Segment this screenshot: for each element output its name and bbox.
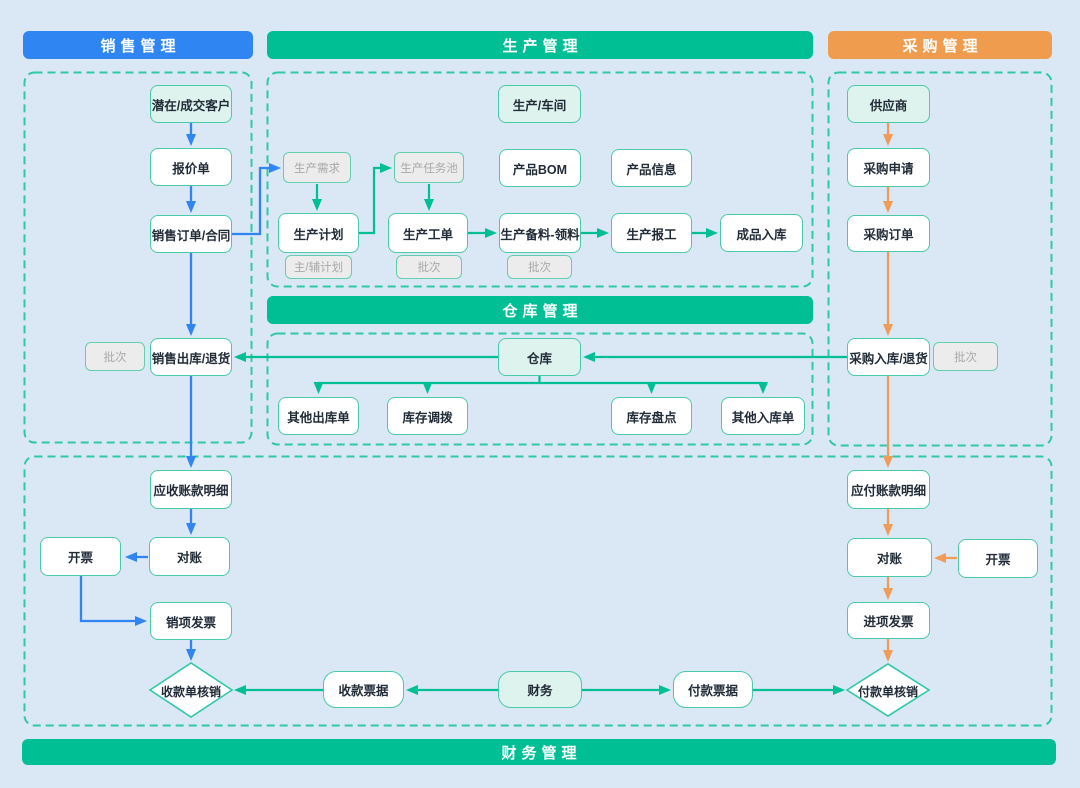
finance-section-container [23,455,1053,727]
node-main-sub-plan: 主/辅计划 [285,255,352,279]
node-potential-customer: 潜在/成交客户 [150,85,232,123]
node-purchase-request: 采购申请 [847,148,930,187]
node-other-outbound: 其他出库单 [278,397,359,435]
production-section-container [266,71,814,288]
sales-section-container [23,71,253,444]
node-stock-transfer: 库存调拨 [387,397,468,435]
node-sales-outbound: 销售出库/退货 [150,338,232,376]
node-payment-writeoff-label: 付款单核销 [857,685,918,699]
node-purchase-inbound: 采购入库/退货 [847,338,930,376]
node-receivable-detail: 应收账款明细 [150,470,232,509]
diamond-receipt-writeoff [148,662,234,718]
node-production-plan: 生产计划 [278,213,359,253]
finance-section-banner: 财务管理 [22,739,1056,765]
node-other-inbound: 其他入库单 [721,397,805,435]
node-invoice-ap: 开票 [958,539,1038,578]
production-section-header: 生产管理 [267,31,813,59]
node-product-bom: 产品BOM [499,149,581,187]
purchase-section-container [827,71,1053,447]
node-production-demand: 生产需求 [283,152,351,183]
node-batch-purchase: 批次 [933,342,998,371]
node-sales-invoice: 销项发票 [150,602,232,640]
warehouse-section-container [266,332,814,446]
node-batch-workorder: 批次 [396,255,462,279]
node-batch-material: 批次 [507,255,572,279]
diamond-payment-writeoff [845,663,931,717]
node-invoice-ar: 开票 [40,537,121,576]
node-input-invoice: 进项发票 [847,602,930,639]
node-work-order: 生产工单 [388,213,468,253]
node-payable-detail: 应付账款明细 [847,470,930,509]
node-purchase-order: 采购订单 [847,215,930,252]
node-work-report: 生产报工 [611,213,692,253]
node-quotation: 报价单 [150,148,232,186]
node-batch-sales: 批次 [85,342,145,371]
edge-salesorder-proddemand [232,163,281,236]
node-stocktake: 库存盘点 [611,397,692,435]
edge-invoice-salesinvoice [79,576,147,626]
node-receipt-note: 收款票据 [323,671,404,708]
node-receipt-writeoff-label: 收款单核销 [160,685,221,699]
node-finance-hub: 财务 [498,671,582,708]
node-finished-inbound: 成品入库 [720,214,803,252]
node-reconcile-ap: 对账 [847,538,932,577]
purchase-section-header: 采购管理 [828,31,1052,59]
edge-prodplan-taskpool [359,163,392,235]
node-task-pool: 生产任务池 [394,152,464,183]
node-product-info: 产品信息 [611,149,692,187]
sales-section-header: 销售管理 [23,31,253,59]
node-sales-order: 销售订单/合同 [150,215,232,253]
node-material-picking: 生产备料-领料 [499,213,581,253]
node-production-workshop: 生产/车间 [498,85,581,123]
edge-warehouse-tree [318,375,763,385]
node-warehouse: 仓库 [498,338,581,376]
node-reconcile-ar: 对账 [149,537,230,576]
warehouse-section-header: 仓库管理 [267,296,813,324]
node-payment-note: 付款票据 [673,671,753,708]
node-supplier: 供应商 [847,85,930,123]
